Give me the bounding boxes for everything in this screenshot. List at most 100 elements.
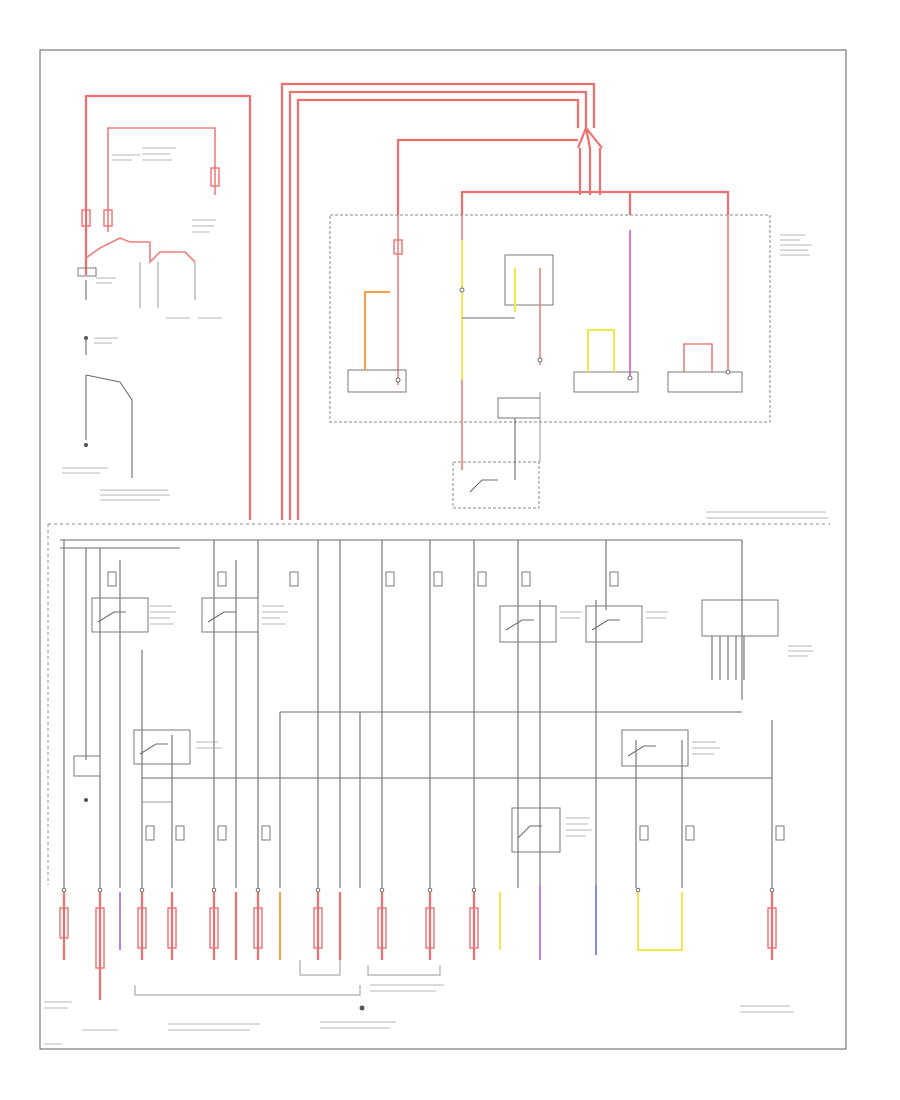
fuse-icon bbox=[210, 167, 220, 187]
fuse-icon bbox=[107, 571, 117, 587]
fuse-icon bbox=[175, 825, 185, 841]
fuse-icon bbox=[639, 825, 649, 841]
label-mark bbox=[196, 741, 222, 749]
fuse-icon bbox=[469, 907, 479, 949]
label-mark bbox=[788, 645, 814, 657]
fuse-icon bbox=[217, 571, 227, 587]
fuse-icon bbox=[521, 571, 531, 587]
harness-bracket-left bbox=[134, 985, 361, 996]
fuel-pump-relay-switch bbox=[469, 479, 498, 493]
engine-box-outline bbox=[329, 214, 771, 423]
connector-icon bbox=[725, 369, 731, 375]
connector-icon bbox=[627, 375, 633, 381]
label-mark bbox=[560, 611, 582, 619]
harness-bracket-mid bbox=[367, 965, 441, 976]
relay-switch-icon bbox=[91, 597, 149, 633]
illegible-label-marks bbox=[44, 147, 828, 1045]
fuse-icon bbox=[477, 571, 487, 587]
relay-switch-icon bbox=[133, 729, 191, 765]
battery-to-starter-cable bbox=[85, 237, 196, 264]
engine-compartment-fuse-relay-box bbox=[329, 214, 771, 470]
fuse-icon bbox=[289, 571, 299, 587]
bus-branch-left bbox=[396, 138, 578, 215]
fuse-icon bbox=[167, 907, 177, 949]
relay-switch-icon bbox=[621, 729, 689, 767]
fuse-icon bbox=[81, 209, 91, 227]
battery-main-cable bbox=[84, 94, 252, 520]
relay-switch-icon bbox=[585, 605, 643, 643]
label-mark bbox=[780, 234, 812, 256]
connector-icon bbox=[471, 887, 477, 893]
fuse-icon bbox=[95, 907, 105, 969]
battery-feed-short bbox=[107, 127, 216, 232]
battery-icon bbox=[77, 267, 97, 277]
ground-icon bbox=[84, 798, 88, 802]
diagram-frame bbox=[39, 49, 847, 1050]
secondary-air-pump-relay-icon bbox=[347, 369, 407, 393]
connector-icon bbox=[379, 887, 385, 893]
connector-icon bbox=[61, 887, 67, 893]
fuse-icon bbox=[209, 907, 219, 949]
relay-switch-icon bbox=[511, 807, 561, 853]
engine-control-module-icon bbox=[497, 397, 541, 419]
fuse-icon bbox=[385, 571, 395, 587]
bus-wire-3 bbox=[296, 98, 580, 520]
label-mark bbox=[740, 1005, 794, 1013]
fuse-icon bbox=[137, 907, 147, 949]
connector-icon bbox=[769, 887, 775, 893]
label-mark bbox=[706, 511, 828, 519]
ground-icon bbox=[84, 443, 88, 447]
main-power-bus bbox=[280, 82, 730, 520]
label-mark bbox=[112, 147, 176, 161]
connector-icon bbox=[255, 887, 261, 893]
connector-wire-638 bbox=[637, 892, 683, 951]
fuse-icon bbox=[685, 825, 695, 841]
connector-icon bbox=[537, 357, 543, 363]
fuse-icon bbox=[261, 825, 271, 841]
interior-fuse-relay-panel bbox=[47, 523, 830, 888]
control-module-icon bbox=[701, 599, 779, 637]
ac-compressor-relay-icon bbox=[573, 371, 639, 393]
bus-wire-1 bbox=[280, 82, 596, 520]
bus-top-distribution bbox=[460, 190, 730, 215]
connector-icon bbox=[459, 287, 465, 293]
label-mark bbox=[100, 489, 170, 501]
label-mark bbox=[262, 605, 288, 625]
bottom-component-connectors bbox=[59, 885, 777, 1011]
label-mark bbox=[192, 219, 216, 233]
fuse-icon bbox=[103, 209, 113, 227]
connector-icon bbox=[139, 887, 145, 893]
secondary-air-pump-wire-orange bbox=[364, 291, 390, 370]
label-mark bbox=[62, 467, 108, 474]
main-relay-icon bbox=[667, 371, 743, 393]
label-mark bbox=[44, 1001, 72, 1009]
connector-icon bbox=[211, 887, 217, 893]
label-mark bbox=[646, 611, 668, 619]
engine-control-relay-icon bbox=[504, 254, 554, 306]
fuse-icon bbox=[775, 825, 785, 841]
fuse-icon bbox=[425, 907, 435, 949]
connector-icon bbox=[97, 887, 103, 893]
connector-icon bbox=[635, 887, 641, 893]
connector-icon bbox=[315, 887, 321, 893]
fuel-pump-relay-icon bbox=[452, 461, 540, 509]
label-mark bbox=[94, 337, 118, 344]
harness-bracket-right bbox=[299, 960, 341, 976]
ground-icon bbox=[359, 1005, 365, 1011]
fuse-icon bbox=[609, 571, 619, 587]
fuel-pump-relay-area bbox=[452, 392, 541, 509]
relay-switch-icon bbox=[201, 597, 259, 633]
battery-circuit bbox=[77, 94, 252, 520]
fuse-icon bbox=[393, 239, 403, 255]
main-relay-wire bbox=[683, 343, 713, 372]
control-module-harness bbox=[711, 636, 745, 680]
bus-wire-2 bbox=[288, 90, 588, 520]
fuse-icon bbox=[217, 825, 227, 841]
fuse-icon bbox=[767, 907, 777, 949]
label-mark bbox=[320, 1021, 396, 1029]
fuse-icon bbox=[145, 825, 155, 841]
relay-switch-icon bbox=[499, 605, 557, 643]
connector-icon bbox=[395, 377, 401, 383]
fuse-icon bbox=[313, 907, 323, 949]
